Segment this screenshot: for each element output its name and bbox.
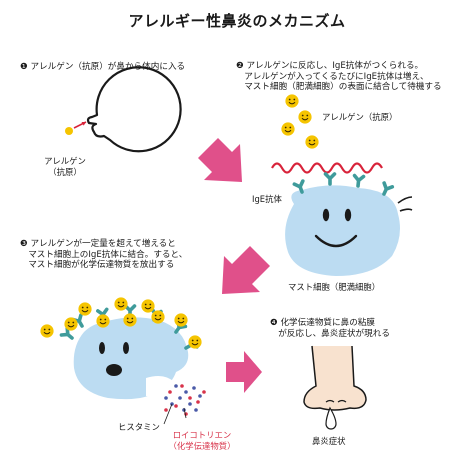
flow-arrow-2 [222,246,270,294]
ige-production-wave [271,162,383,174]
step-2-text: ❷ アレルゲンに反応し、IgE抗体がつくられる。 アレルゲンが入ってくるたびにI… [236,61,442,93]
label-ige-antibody: IgE抗体 [252,194,282,204]
nose-illustration [303,345,367,430]
mast-cell-2 [285,172,413,276]
label-histamine: ヒスタミン [118,422,160,432]
histamine-pointer [163,403,173,425]
step-1-text: ❶ アレルゲン（抗原）が鼻から体内に入る [20,62,186,72]
leukotriene-pointer [183,407,187,419]
flow-arrow-1 [198,138,242,182]
step-3-text: ❸ アレルゲンが一定量を超えて増えると マスト細胞上のIgE抗体に結合。すると、… [20,239,188,271]
label-mast-cell: マスト細胞（肥満細胞） [288,282,381,292]
label-allergen-small: アレルゲン（抗原） [44,156,86,177]
allergen-cluster-2 [280,93,320,150]
label-rhinitis: 鼻炎症状 [312,436,346,446]
histamine-particles [164,384,202,412]
mast-cell-3 [59,304,199,402]
head-illustration [86,66,182,153]
step-4-text: ❹ 化学伝達物質に鼻の粘膜 が反応し、鼻炎症状が現れる [270,318,390,339]
flow-arrow-3 [226,351,262,393]
page-title: アレルギー性鼻炎のメカニズム [128,12,346,30]
small-allergen-dot [65,121,87,135]
label-leukotriene: ロイコトリエン（化学伝達物質） [168,430,236,451]
label-allergen-2: アレルゲン（抗原） [322,112,398,122]
